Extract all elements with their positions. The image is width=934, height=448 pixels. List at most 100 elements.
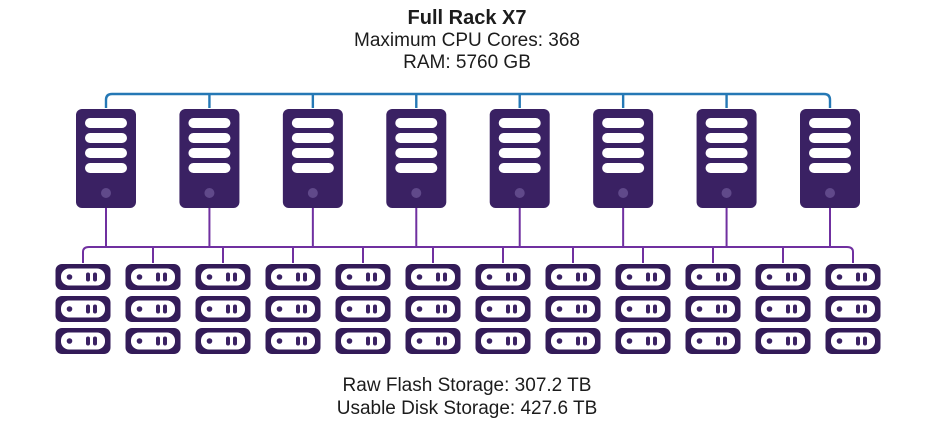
storage-shelf-icon [405, 328, 461, 354]
storage-led-dot [416, 306, 423, 312]
storage-led-dot [206, 274, 213, 280]
storage-drive-bar [856, 304, 860, 314]
storage-shelf-face [411, 300, 455, 318]
server-vent-slot [188, 148, 231, 158]
storage-shelf-face [551, 300, 595, 318]
server-tower-icon [76, 109, 136, 208]
storage-led-dot [556, 274, 563, 280]
storage-drive-bar [863, 272, 867, 282]
storage-shelf-icon [475, 296, 531, 322]
storage-led-dot [346, 306, 353, 312]
storage-drive-bar [583, 304, 587, 314]
storage-drive-bar [793, 272, 797, 282]
storage-drive-bar [856, 336, 860, 346]
server-vent-slot [498, 163, 541, 173]
server-vent-slot [809, 133, 851, 143]
storage-shelf-face [831, 300, 875, 318]
storage-drive-bar [513, 304, 517, 314]
storage-shelf-icon [755, 296, 811, 322]
storage-led-dot [696, 306, 703, 312]
storage-drive-bar [723, 272, 727, 282]
storage-drive-bar [513, 272, 517, 282]
storage-shelf-face [831, 268, 875, 286]
storage-shelf-icon [685, 328, 741, 354]
storage-led-dot [486, 338, 493, 344]
storage-shelf-face [831, 332, 875, 350]
storage-shelf-icon [335, 296, 391, 322]
storage-drive-bar [646, 304, 650, 314]
storage-drive-bar [716, 272, 720, 282]
storage-shelf-face [481, 300, 525, 318]
server-vent-slot [85, 163, 127, 173]
raw-flash-storage-label: Raw Flash Storage: 307.2 TB [342, 375, 592, 396]
storage-led-dot [346, 338, 353, 344]
server-vent-slot [188, 163, 231, 173]
storage-drive-bar [723, 304, 727, 314]
storage-drive-bar [653, 272, 657, 282]
server-vent-slot [705, 163, 748, 173]
storage-drive-bar [653, 336, 657, 346]
storage-drive-bar [793, 336, 797, 346]
server-power-dot [101, 188, 111, 198]
storage-led-dot [66, 306, 73, 312]
storage-drive-bar [93, 304, 97, 314]
storage-shelf-face [61, 332, 105, 350]
server-tower-icon [489, 109, 550, 208]
storage-shelf-icon [405, 264, 461, 290]
server-vent-slot [291, 148, 334, 158]
storage-shelf-face [341, 268, 385, 286]
storage-drive-bar [163, 272, 167, 282]
storage-drive-bar [863, 304, 867, 314]
storage-drive-bar [506, 304, 510, 314]
storage-shelf-face [761, 300, 805, 318]
storage-shelf-icon [685, 296, 741, 322]
server-power-dot [204, 188, 215, 198]
storage-shelf-icon [195, 328, 251, 354]
storage-shelf-icon [195, 264, 251, 290]
server-vent-slot [85, 133, 127, 143]
server-vent-slot [291, 118, 334, 128]
storage-shelf-icon [55, 264, 111, 290]
storage-footer: Raw Flash Storage: 307.2 TB Usable Disk … [0, 375, 934, 420]
storage-shelf-face [341, 332, 385, 350]
storage-shelf-icon [545, 296, 601, 322]
storage-shelf-icon [615, 328, 671, 354]
storage-shelf-face [271, 332, 315, 350]
server-tower-icon [282, 109, 343, 208]
storage-drive-bar [856, 272, 860, 282]
storage-shelf-face [131, 268, 175, 286]
storage-shelf-face [691, 268, 735, 286]
storage-drive-bar [86, 336, 90, 346]
storage-led-dot [276, 306, 283, 312]
storage-shelf-icon [405, 296, 461, 322]
storage-drive-bar [303, 304, 307, 314]
storage-drive-bar [86, 304, 90, 314]
storage-drive-bar [233, 272, 237, 282]
storage-led-dot [276, 274, 283, 280]
storage-shelf-icon [615, 296, 671, 322]
storage-shelf-icon [265, 264, 321, 290]
storage-drive-bar [373, 272, 377, 282]
storage-drive-bar [226, 336, 230, 346]
server-power-dot [721, 188, 732, 198]
storage-led-dot [416, 274, 423, 280]
server-vent-slot [602, 163, 645, 173]
storage-led-dot [836, 338, 843, 344]
server-vent-slot [705, 148, 748, 158]
storage-drive-bar [93, 272, 97, 282]
storage-shelf-icon [55, 328, 111, 354]
server-tower-icon [386, 109, 447, 208]
storage-shelf-face [131, 300, 175, 318]
storage-drive-bar [723, 336, 727, 346]
storage-shelf-face [271, 300, 315, 318]
storage-led-dot [486, 306, 493, 312]
storage-led-dot [416, 338, 423, 344]
storage-drive-bar [163, 304, 167, 314]
storage-led-dot [836, 274, 843, 280]
storage-shelf-icon [685, 264, 741, 290]
storage-shelf-icon [545, 328, 601, 354]
server-tower-icon [179, 109, 240, 208]
storage-drive-bar [443, 304, 447, 314]
storage-drive-bar [443, 272, 447, 282]
